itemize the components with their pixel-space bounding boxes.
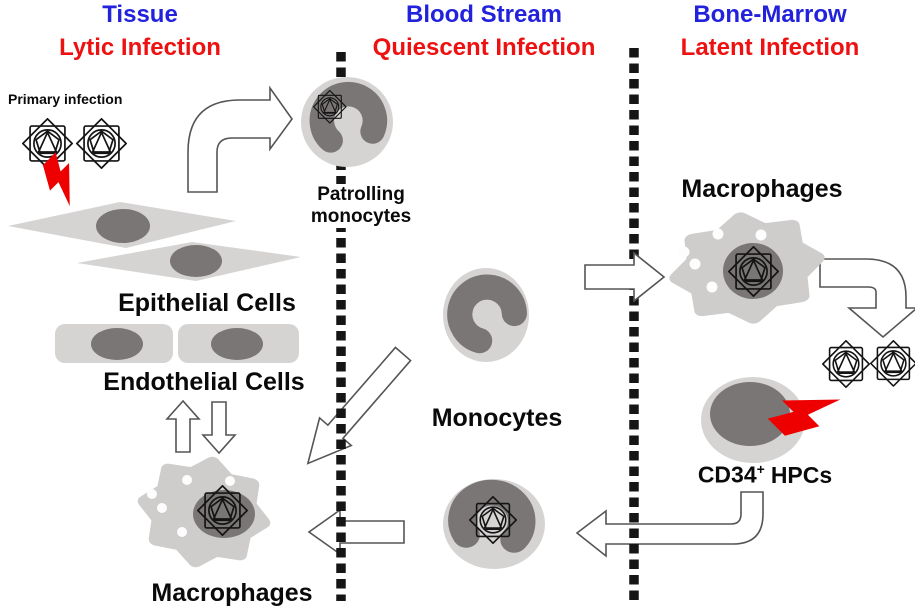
epithelial-cell-1 xyxy=(8,202,236,248)
cd34-suffix: HPCs xyxy=(770,461,833,488)
arrow-macrophage-to-virions xyxy=(819,258,915,339)
label-patrolling-line1: Patrolling xyxy=(317,184,405,205)
cd34-superscript: + xyxy=(756,461,765,477)
endothelial-cell-1 xyxy=(55,324,173,363)
label-monocytes: Monocytes xyxy=(431,404,563,432)
virus-icon xyxy=(76,118,128,169)
virus-icon xyxy=(870,340,915,387)
virus-icon xyxy=(822,340,871,389)
cell-nucleus xyxy=(91,328,143,360)
label-epithelial-cells: Epithelial Cells xyxy=(118,289,296,317)
arrow-tissue-to-patrolling-monocyte xyxy=(187,85,293,193)
column-title-bone-marrow: Bone-Marrow xyxy=(693,1,847,28)
epithelial-cell-2 xyxy=(77,242,301,281)
subtitle-quiescent-infection: Quiescent Infection xyxy=(372,34,596,61)
lightning-bolt-icon xyxy=(33,151,91,209)
arrow-monocyte-to-tissue xyxy=(306,346,412,465)
cell-nucleus xyxy=(211,328,263,360)
subtitle-lytic-infection: Lytic Infection xyxy=(59,34,221,61)
cell-nucleus xyxy=(710,382,790,446)
label-endothelial-cells: Endothelial Cells xyxy=(103,368,305,396)
label-macrophages-bonemarrow: Macrophages xyxy=(681,175,843,203)
monocyte xyxy=(443,268,529,362)
arrow-endothelial-down xyxy=(201,401,237,455)
cd34-base: CD34 xyxy=(697,461,757,488)
label-macrophages-tissue: Macrophages xyxy=(151,579,313,607)
patrolling-monocyte xyxy=(301,77,393,167)
cd34-hpc-cell xyxy=(701,377,805,463)
macrophage-tissue xyxy=(136,452,272,571)
endothelial-cell-2 xyxy=(178,324,299,363)
label-patrolling-monocytes: Patrolling monocytes xyxy=(308,184,414,228)
subtitle-latent-infection: Latent Infection xyxy=(680,34,860,61)
arrow-cd34-to-bloodstream xyxy=(575,491,764,558)
arrow-endothelial-up xyxy=(165,399,201,453)
arrow-blood-to-bonemarrow xyxy=(584,251,666,303)
arrow-infected-monocyte-to-macrophage xyxy=(307,508,405,556)
cell-nucleus xyxy=(723,243,783,299)
label-patrolling-line2: monocytes xyxy=(310,206,412,227)
column-title-tissue: Tissue xyxy=(102,1,178,28)
cell-nucleus xyxy=(96,209,150,243)
cell-nucleus xyxy=(170,245,222,277)
infected-monocyte xyxy=(443,479,545,569)
label-primary-infection: Primary infection xyxy=(8,91,123,107)
label-cd34-hpcs: CD34+ HPCs xyxy=(697,461,833,488)
column-title-blood-stream: Blood Stream xyxy=(405,1,563,28)
macrophage-bonemarrow xyxy=(671,209,824,328)
